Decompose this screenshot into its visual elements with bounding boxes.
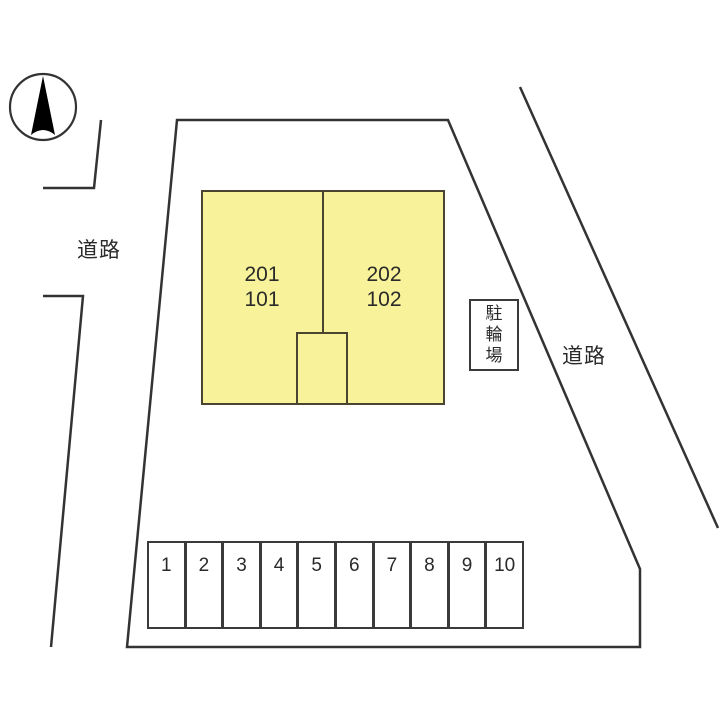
bicycle-parking-char: 場 [485, 345, 503, 366]
unit-label-right: 202 102 [344, 262, 424, 312]
unit-number-202: 202 [366, 263, 402, 286]
unit-number-201: 201 [244, 263, 280, 286]
parking-stall-5: 5 [297, 541, 336, 629]
parking-stalls: 1 2 3 4 5 6 7 8 9 10 [147, 541, 524, 629]
bicycle-parking: 駐 輪 場 [469, 299, 519, 371]
road-label-east: 道路 [562, 344, 606, 368]
parking-stall-8: 8 [410, 541, 449, 629]
parking-stall-1: 1 [147, 541, 186, 629]
parking-stall-7: 7 [372, 541, 412, 629]
unit-label-left: 201 101 [222, 262, 302, 312]
parking-stall-9: 9 [447, 541, 487, 629]
parking-stall-6: 6 [334, 541, 374, 629]
building [201, 190, 445, 405]
parking-stall-2: 2 [184, 541, 224, 629]
bicycle-parking-char: 輪 [485, 324, 503, 345]
bicycle-parking-char: 駐 [485, 303, 503, 324]
north-arrow-icon [8, 72, 78, 142]
lot-boundary [125, 118, 642, 649]
parking-stall-10: 10 [485, 541, 524, 629]
parking-stall-4: 4 [259, 541, 299, 629]
road-label-west: 道路 [77, 238, 121, 262]
parking-stall-3: 3 [222, 541, 261, 629]
west-road-lines [43, 119, 103, 648]
unit-number-101: 101 [244, 288, 280, 311]
unit-number-102: 102 [366, 288, 402, 311]
east-road-line [518, 86, 720, 529]
